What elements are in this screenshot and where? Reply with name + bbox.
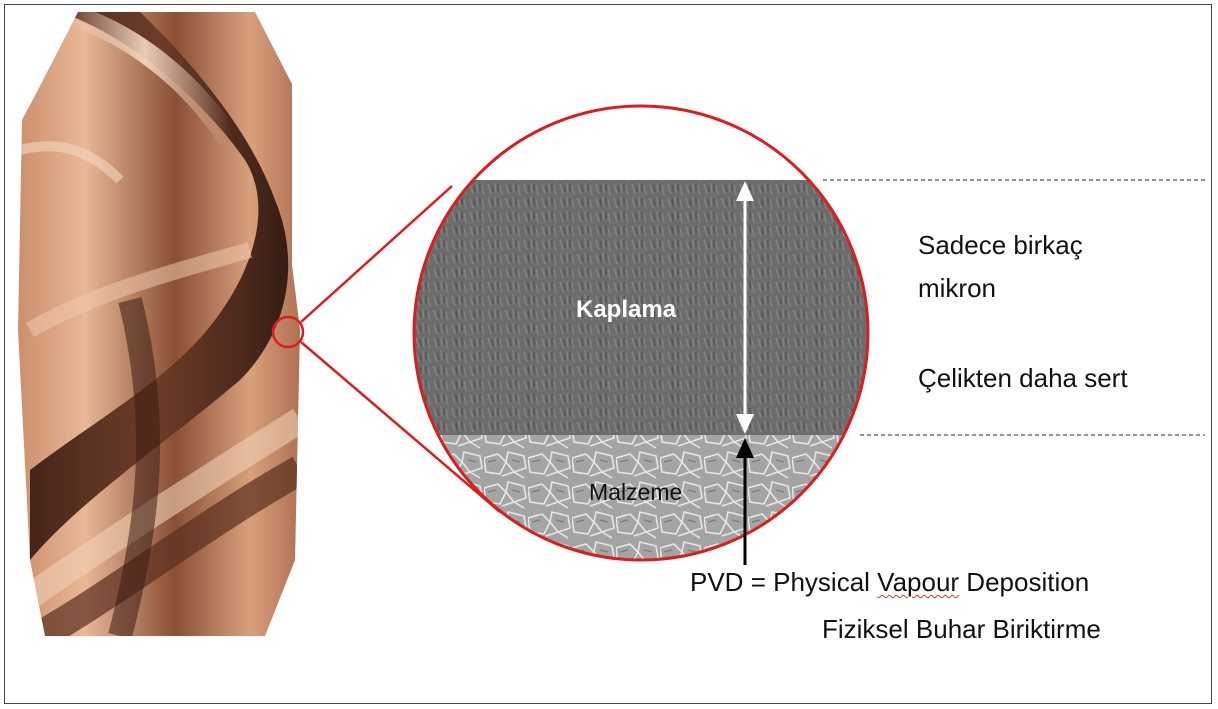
- thickness-text-line1: Sadece birkaç: [918, 232, 1083, 258]
- pvd-definition: PVD = Physical Vapour Deposition: [690, 567, 1089, 598]
- pvd-equals: =: [743, 567, 773, 597]
- thickness-text-line2: mikron: [918, 275, 996, 301]
- pvd-word-physical: Physical: [773, 567, 877, 597]
- coating-label: Kaplama: [576, 296, 676, 324]
- material-label: Malzeme: [589, 479, 682, 506]
- pvd-turkish-translation: Fiziksel Buhar Biriktirme: [822, 614, 1101, 645]
- pvd-word-vapour: Vapour: [877, 567, 959, 597]
- pvd-word-deposition: Deposition: [959, 567, 1089, 597]
- pvd-abbr: PVD: [690, 567, 743, 597]
- drill-bit-image: [10, 10, 310, 640]
- hardness-text: Çelikten daha sert: [918, 365, 1128, 391]
